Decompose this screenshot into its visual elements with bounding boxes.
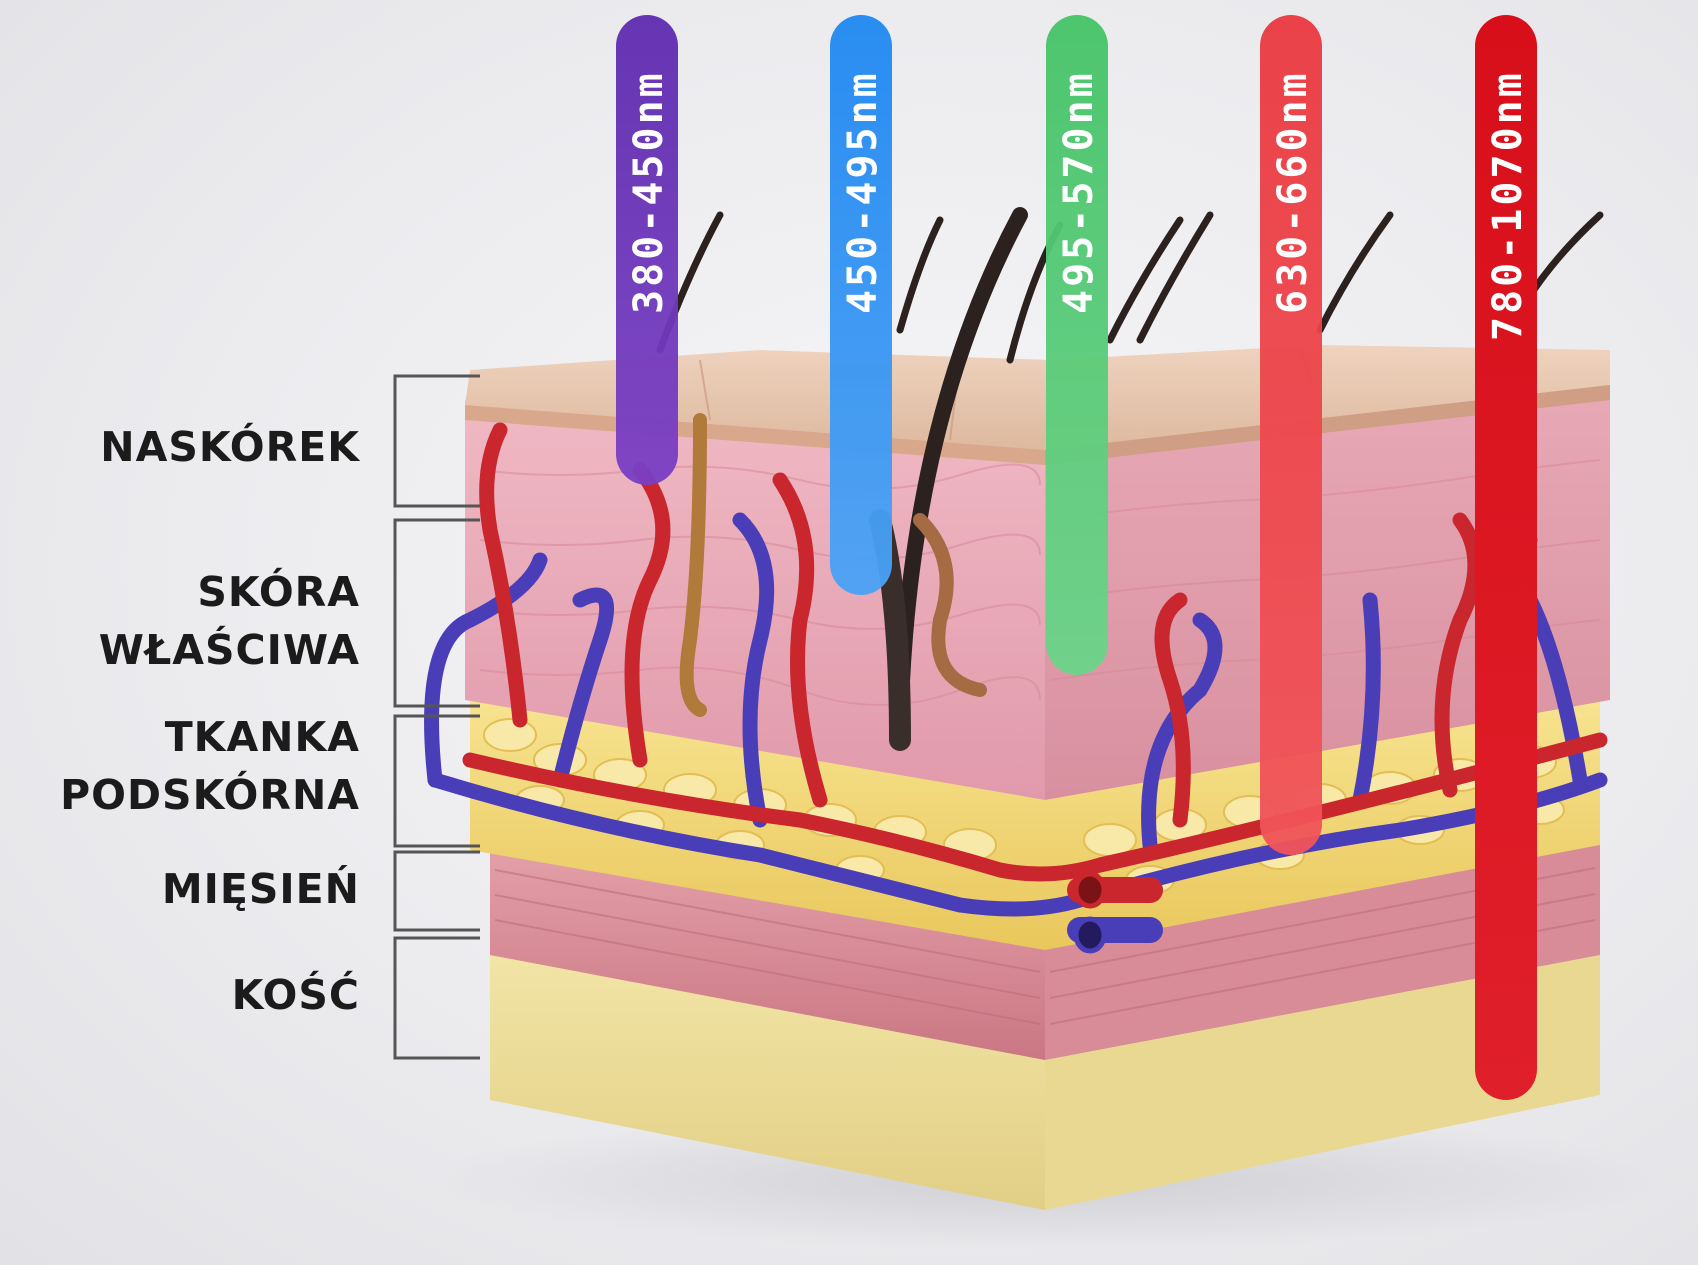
wavelength-label: 630-660nm [1270,70,1316,314]
wavelength-label: 380-450nm [626,70,672,314]
wavelength-label: 495-570nm [1056,70,1102,314]
label-epidermis: NASKÓREK [100,423,360,471]
label-dermis: SKÓRA WŁAŚCIWA [98,568,360,674]
wavelength-bar-red: 630-660nm [1260,15,1322,855]
wavelength-bar-green: 495-570nm [1046,15,1108,675]
wavelength-bar-infrared: 780-1070nm [1475,15,1537,1100]
layer-brackets [393,374,480,1060]
label-subcutaneous: TKANKA PODSKÓRNA [60,713,360,819]
wavelength-label: 450-495nm [840,70,886,314]
wavelength-bar-blue: 450-495nm [830,15,892,595]
wavelength-label: 780-1070nm [1485,70,1531,341]
label-muscle: MIĘSIEŃ [161,865,360,913]
label-bone: KOŚĆ [231,971,360,1019]
sweat-gland [679,413,987,717]
muscle-block [490,840,1600,1060]
vessel-openings [1073,871,1107,954]
epidermis-surface [465,345,1610,465]
wavelength-bar-violet: 380-450nm [616,15,678,485]
